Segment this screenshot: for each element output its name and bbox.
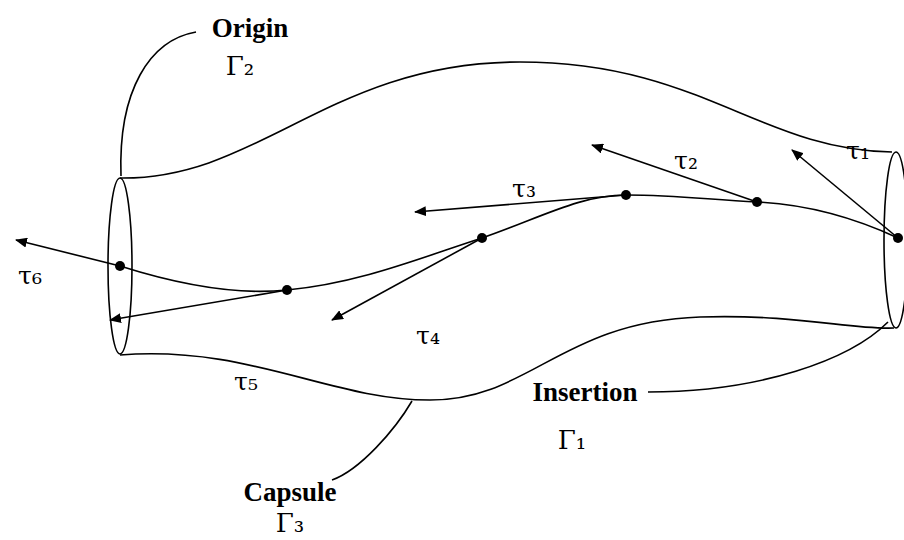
part-name: Origin [210,14,291,43]
tangent-arrow [110,290,287,320]
tangent-label: τ₁ [844,137,872,164]
origin-ellipse [108,178,132,354]
capsule-outline [120,317,894,400]
fiber-point [752,197,762,207]
fiber-point [893,233,903,243]
boundary-symbol: Γ₃ [274,509,306,537]
tangent-label: τ₂ [672,147,700,174]
part-name: Insertion [530,378,639,407]
boundary-symbol: Γ₂ [224,52,256,80]
fiber-curve [120,195,898,291]
part-name: Capsule [241,478,338,507]
leader-line [648,322,888,392]
boundary-symbol: Γ₁ [556,426,588,454]
tangent-label: τ₄ [414,322,442,349]
tangent-label: τ₃ [510,175,538,202]
leader-line [121,32,196,176]
tangent-arrow [592,145,757,202]
fiber-point [282,285,292,295]
leader-line [332,401,412,480]
tangent-arrow [792,150,898,238]
fiber-point [621,190,631,200]
tangent-arrow [332,238,482,320]
insertion-ellipse [884,152,904,328]
fiber-point [477,233,487,243]
fiber-point [115,261,125,271]
tangent-label: τ₆ [16,262,44,289]
tangent-label: τ₅ [232,368,260,395]
